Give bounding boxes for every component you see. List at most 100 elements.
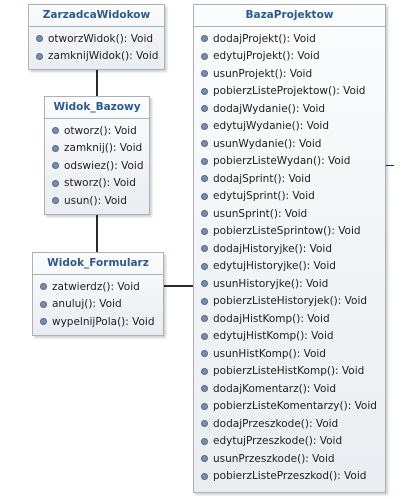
- operation-item[interactable]: usunSprint(): Void: [194, 205, 385, 223]
- operation-item[interactable]: edytujSprint(): Void: [194, 188, 385, 206]
- operation-icon: [201, 52, 208, 60]
- operation-label: pobierzListePrzeszkod(): Void: [213, 470, 367, 483]
- operation-item[interactable]: dodajHistoryjke(): Void: [194, 240, 385, 258]
- operation-label: zamknijWidok(): Void: [48, 50, 159, 63]
- connector-formularz-baza: [164, 285, 193, 287]
- operation-item[interactable]: otworz(): Void: [45, 122, 149, 140]
- operation-icon: [52, 179, 59, 187]
- operation-label: edytujPrzeszkode(): Void: [213, 435, 343, 448]
- operation-item[interactable]: wypelnijPola(): Void: [33, 313, 163, 331]
- operation-icon: [201, 192, 208, 200]
- operation-item[interactable]: otworzWidok(): Void: [29, 30, 164, 48]
- class-baza-projektow[interactable]: BazaProjektow dodajProjekt(): Void edytuj…: [193, 4, 386, 493]
- operation-icon: [36, 52, 43, 60]
- operation-label: dodajWydanie(): Void: [213, 102, 326, 115]
- operation-item[interactable]: pobierzListeProjektow(): Void: [194, 83, 385, 101]
- operations-compartment: dodajProjekt(): Void edytujProjekt(): Voi…: [194, 27, 385, 487]
- operation-icon: [52, 162, 59, 170]
- operation-label: edytujHistoryjke(): Void: [213, 260, 336, 273]
- operation-item[interactable]: usunPrzeszkode(): Void: [194, 450, 385, 468]
- operation-item[interactable]: usun(): Void: [45, 192, 149, 210]
- operation-item[interactable]: pobierzListeKomentarzy(): Void: [194, 398, 385, 416]
- operation-label: usunPrzeszkode(): Void: [213, 452, 335, 465]
- operation-label: edytujHistKomp(): Void: [213, 330, 334, 343]
- operation-item[interactable]: edytujHistKomp(): Void: [194, 328, 385, 346]
- operation-icon: [201, 122, 208, 130]
- operation-label: dodajSprint(): Void: [213, 172, 311, 185]
- operation-icon: [201, 227, 208, 235]
- operation-item[interactable]: stworz(): Void: [45, 175, 149, 193]
- class-name: Widok_Bazowy: [45, 97, 149, 119]
- operation-icon: [201, 262, 208, 270]
- class-widok-bazowy[interactable]: Widok_Bazowy otworz(): Void zamknij(): Vo…: [44, 96, 150, 215]
- operation-item[interactable]: pobierzListeWydan(): Void: [194, 153, 385, 171]
- operation-label: usunSprint(): Void: [213, 207, 308, 220]
- operation-label: pobierzListeKomentarzy(): Void: [213, 400, 377, 413]
- operation-icon: [201, 402, 208, 410]
- operation-icon: [201, 70, 208, 78]
- operations-compartment: otworzWidok(): Void zamknijWidok(): Void: [29, 27, 164, 67]
- operation-icon: [201, 332, 208, 340]
- operation-item[interactable]: pobierzListeHistoryjek(): Void: [194, 293, 385, 311]
- operation-item[interactable]: dodajWydanie(): Void: [194, 100, 385, 118]
- class-name: BazaProjektow: [194, 5, 385, 27]
- operation-label: wypelnijPola(): Void: [52, 315, 155, 328]
- operation-item[interactable]: edytujWydanie(): Void: [194, 118, 385, 136]
- operation-icon: [201, 87, 208, 95]
- operation-item[interactable]: odswiez(): Void: [45, 157, 149, 175]
- operation-icon: [52, 127, 59, 135]
- operation-item[interactable]: pobierzListeHistKomp(): Void: [194, 363, 385, 381]
- operation-item[interactable]: usunWydanie(): Void: [194, 135, 385, 153]
- operation-label: zamknij(): Void: [64, 142, 143, 155]
- operation-item[interactable]: edytujPrzeszkode(): Void: [194, 433, 385, 451]
- operation-item[interactable]: dodajSprint(): Void: [194, 170, 385, 188]
- operation-item[interactable]: zamknij(): Void: [45, 140, 149, 158]
- operation-item[interactable]: dodajHistKomp(): Void: [194, 310, 385, 328]
- operation-label: pobierzListeHistKomp(): Void: [213, 365, 365, 378]
- operation-label: dodajPrzeszkode(): Void: [213, 417, 339, 430]
- operation-label: edytujProjekt(): Void: [213, 50, 320, 63]
- operation-item[interactable]: pobierzListeSprintow(): Void: [194, 223, 385, 241]
- operation-icon: [201, 385, 208, 393]
- operation-item[interactable]: zatwierdz(): Void: [33, 278, 163, 296]
- operation-label: dodajHistoryjke(): Void: [213, 242, 332, 255]
- operation-label: edytujSprint(): Void: [213, 190, 315, 203]
- connector-bazowy-formularz: [96, 215, 98, 252]
- operation-label: otworzWidok(): Void: [48, 32, 154, 45]
- operation-icon: [201, 175, 208, 183]
- operation-item[interactable]: usunHistoryjke(): Void: [194, 275, 385, 293]
- operation-icon: [40, 318, 47, 326]
- operation-icon: [36, 35, 43, 43]
- operation-label: pobierzListeSprintow(): Void: [213, 225, 361, 238]
- operation-item[interactable]: edytujHistoryjke(): Void: [194, 258, 385, 276]
- operation-icon: [201, 35, 208, 43]
- operation-icon: [40, 300, 47, 308]
- operation-label: pobierzListeWydan(): Void: [213, 155, 351, 168]
- operation-item[interactable]: usunHistKomp(): Void: [194, 345, 385, 363]
- operation-icon: [52, 197, 59, 205]
- class-name: Widok_Formularz: [33, 253, 163, 275]
- operation-item[interactable]: dodajKomentarz(): Void: [194, 380, 385, 398]
- operation-item[interactable]: anuluj(): Void: [33, 296, 163, 314]
- operation-label: pobierzListeHistoryjek(): Void: [213, 295, 368, 308]
- operation-icon: [201, 472, 208, 480]
- operation-icon: [201, 350, 208, 358]
- operation-item[interactable]: dodajPrzeszkode(): Void: [194, 415, 385, 433]
- operation-item[interactable]: edytujProjekt(): Void: [194, 48, 385, 66]
- operation-item[interactable]: pobierzListePrzeszkod(): Void: [194, 468, 385, 486]
- operation-icon: [201, 157, 208, 165]
- operation-item[interactable]: dodajProjekt(): Void: [194, 30, 385, 48]
- connector-baza-offscreen: [386, 165, 394, 166]
- operation-label: edytujWydanie(): Void: [213, 120, 330, 133]
- operation-icon: [201, 245, 208, 253]
- operation-label: usunWydanie(): Void: [213, 137, 322, 150]
- operation-label: dodajProjekt(): Void: [213, 32, 316, 45]
- operation-label: usunHistoryjke(): Void: [213, 277, 329, 290]
- operation-label: otworz(): Void: [64, 124, 137, 137]
- operation-icon: [201, 280, 208, 288]
- operation-item[interactable]: zamknijWidok(): Void: [29, 48, 164, 66]
- operation-item[interactable]: usunProjekt(): Void: [194, 65, 385, 83]
